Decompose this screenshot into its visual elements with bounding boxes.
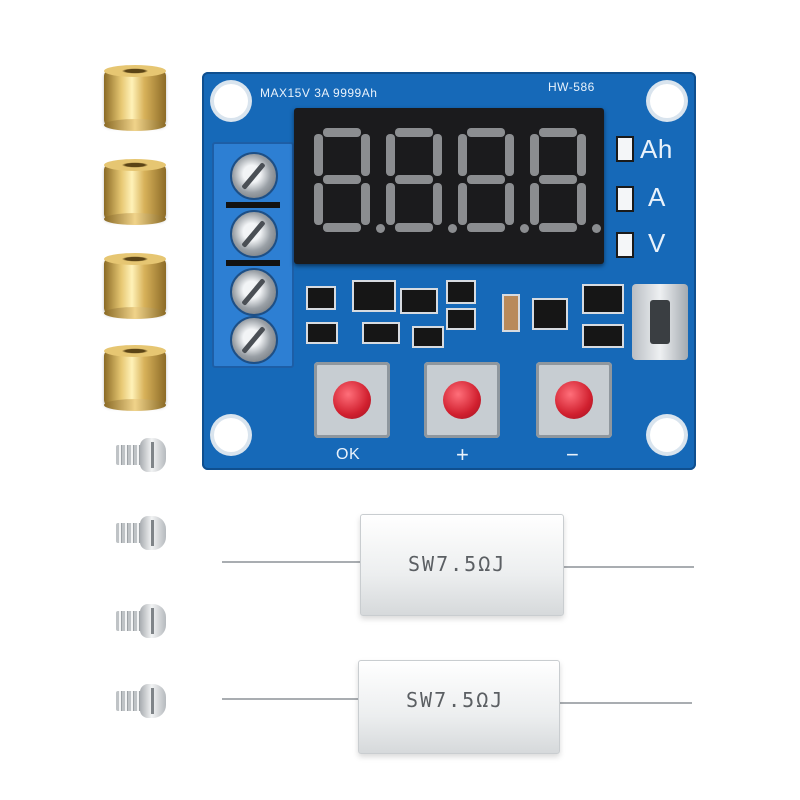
minus-button[interactable] xyxy=(536,362,612,438)
brass-standoff xyxy=(104,65,166,131)
ok-button[interactable] xyxy=(314,362,390,438)
minus-label: − xyxy=(566,442,580,467)
circuit-board: MAX15V 3A 9999Ah HW-586 xyxy=(202,72,696,470)
a-indicator-led xyxy=(616,186,634,212)
resistor-label: SW7.5ΩJ xyxy=(406,688,505,712)
v-indicator-led xyxy=(616,232,634,258)
brass-standoff xyxy=(104,253,166,319)
mounting-hole xyxy=(214,418,248,452)
ok-label: OK xyxy=(336,446,361,463)
brass-standoff xyxy=(104,159,166,225)
screw xyxy=(116,684,166,718)
ah-label: Ah xyxy=(640,134,673,164)
screw xyxy=(116,604,166,638)
micro-usb-port xyxy=(632,284,688,360)
v-label: V xyxy=(648,228,666,258)
model-label: HW-586 xyxy=(548,80,595,94)
spec-label: MAX15V 3A 9999Ah xyxy=(260,86,378,100)
plus-button[interactable] xyxy=(424,362,500,438)
mounting-hole xyxy=(214,84,248,118)
ah-indicator-led xyxy=(616,136,634,162)
mounting-hole xyxy=(650,84,684,118)
seven-segment-display xyxy=(294,108,604,264)
a-label: A xyxy=(648,182,666,212)
resistor-label: SW7.5ΩJ xyxy=(408,552,507,576)
brass-standoff xyxy=(104,345,166,411)
screw xyxy=(116,516,166,550)
plus-label: + xyxy=(456,442,470,467)
mounting-hole xyxy=(650,418,684,452)
screw xyxy=(116,438,166,472)
screw-terminal-block xyxy=(212,142,294,368)
